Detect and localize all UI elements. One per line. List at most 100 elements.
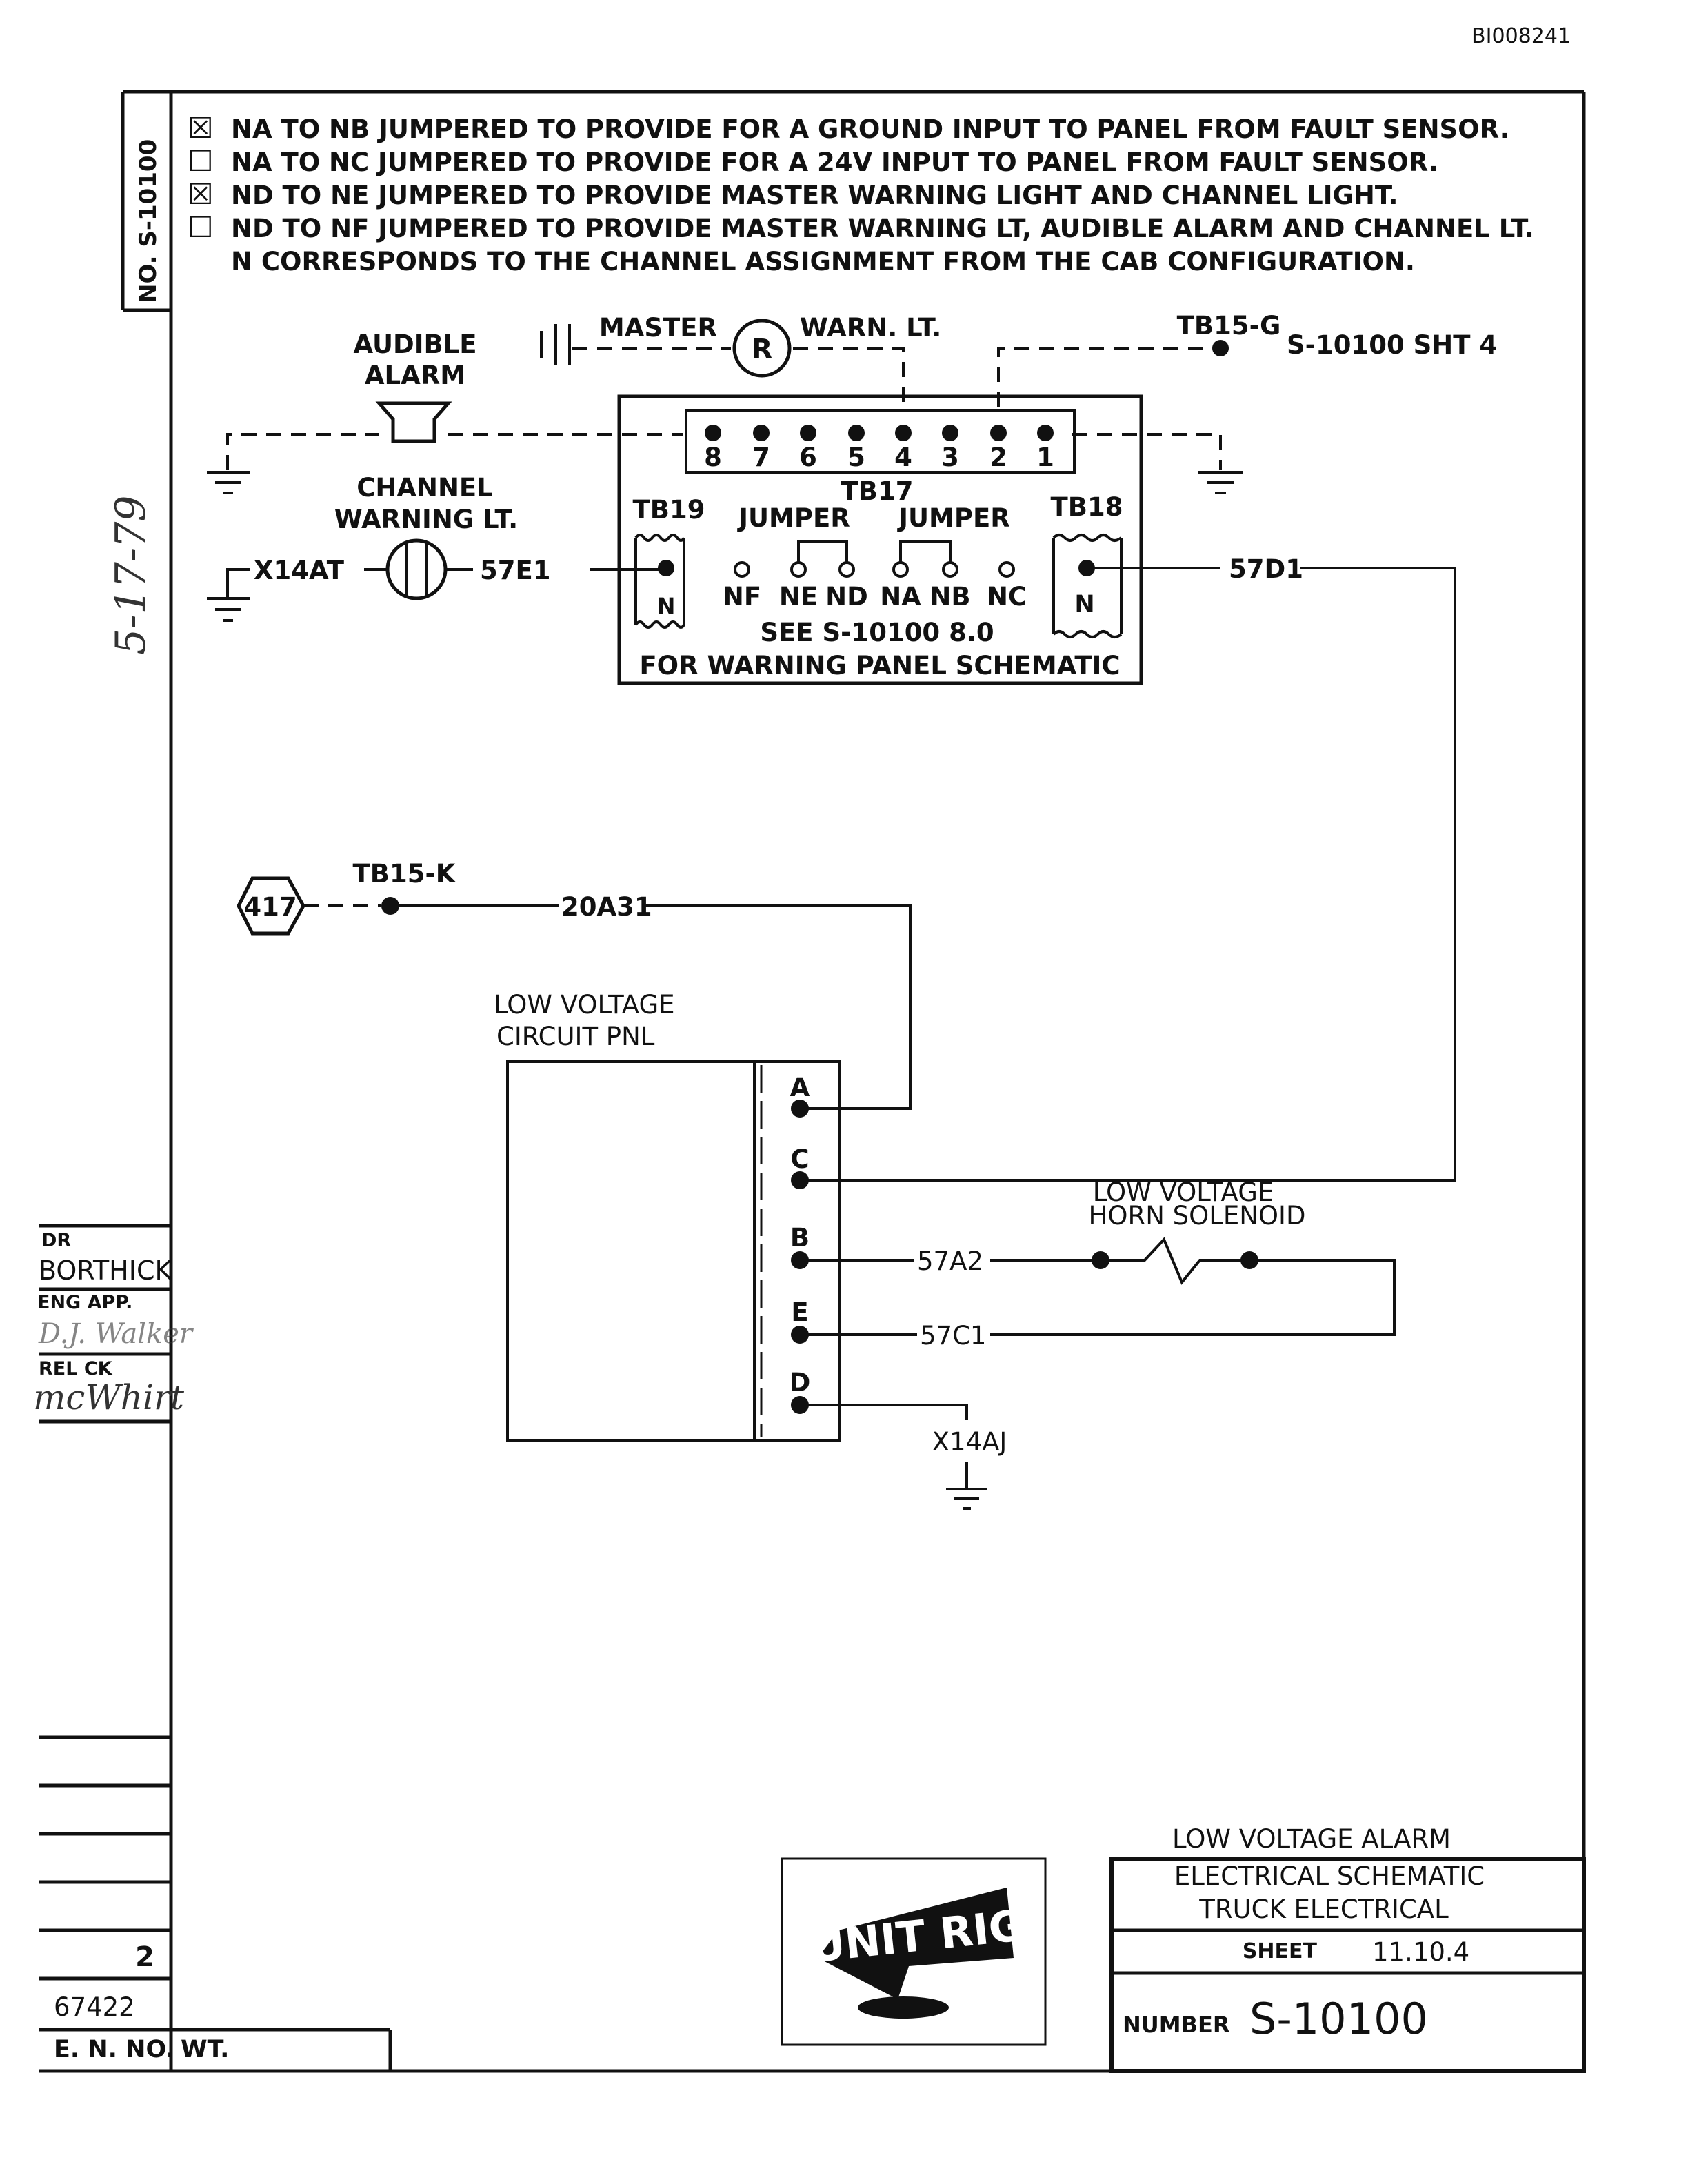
terminal-label-ne: NE: [779, 582, 818, 611]
warning-panel-box: [617, 394, 1143, 685]
terminal-nf: [734, 561, 750, 578]
audible-alarm-label-2: ALARM: [365, 361, 465, 390]
wire-57d1-b: [800, 567, 1456, 1182]
jumper-ne-nd: [797, 540, 848, 563]
tb17-pins: 8 7 6 5 4 3 2 1: [704, 425, 1054, 472]
wt-label: WT.: [181, 2036, 229, 2063]
pin-4: [895, 425, 912, 441]
tb18-label: TB18: [1051, 492, 1123, 522]
number-value: S-10100: [1249, 1994, 1428, 2044]
x14aj-wire: [800, 1404, 968, 1420]
audible-alarm-label-1: AUDIBLE: [353, 330, 476, 359]
channel-lt-label-2: WARNING LT.: [334, 505, 518, 534]
jumper-na-nb: [899, 540, 952, 563]
panel-terminal-c: [791, 1171, 809, 1189]
terminal-nd: [838, 561, 855, 578]
tb15g-dashed: [997, 347, 1214, 407]
terminal-ne: [790, 561, 807, 578]
en-no-label: E. N. NO.: [54, 2036, 175, 2063]
master-warn-dashed-2: [793, 347, 905, 407]
pin-label-4: 4: [894, 443, 912, 472]
handwritten-date: 5-17-79: [107, 496, 155, 655]
channel-lt-label-1: CHANNEL: [356, 473, 493, 503]
master-warn-light-symbol: R: [732, 318, 792, 378]
pin-8: [705, 425, 721, 441]
eng-app-signature: D.J. Walker: [38, 1318, 194, 1350]
terminal-label-nd: ND: [825, 582, 868, 611]
jumper-terminals: NF NE ND NA NB NC: [723, 540, 1027, 611]
terminal-na: [892, 561, 909, 578]
tb19-n: N: [657, 593, 676, 619]
terminal-label-na: NA: [880, 582, 921, 611]
battery-symbol: [540, 324, 571, 365]
ground-right-top: [1198, 471, 1243, 494]
tb15g-label: TB15-G: [1177, 311, 1281, 341]
wire-57c1-label: 57C1: [920, 1321, 986, 1351]
panel-pin-a: A: [790, 1073, 810, 1102]
note-2-box: ☐: [188, 144, 214, 178]
jumper-label-2: JUMPER: [896, 503, 1010, 533]
title-line-2: ELECTRICAL SCHEMATIC: [1174, 1861, 1485, 1891]
hex-417: 417: [237, 876, 305, 936]
pin-5: [848, 425, 865, 441]
note-1: NA TO NB JUMPERED TO PROVIDE FOR A GROUN…: [231, 114, 1509, 144]
audible-alarm-symbol: [375, 401, 452, 443]
panel-pin-d: D: [790, 1368, 811, 1397]
tb15g-terminal: [1212, 340, 1229, 356]
tb17-label: TB17: [841, 476, 914, 506]
terminal-label-nb: NB: [930, 582, 970, 611]
terminal-nb: [942, 561, 958, 578]
horn-return-wire: [990, 1259, 1396, 1336]
lv-panel-terminals: A C B E D: [790, 1073, 811, 1414]
tb18-n: N: [1074, 591, 1094, 618]
ground-left-top: [207, 471, 250, 494]
ground-x14aj: [946, 1462, 987, 1510]
revision-block: 2 67422 E. N. NO. WT.: [39, 1735, 392, 2073]
channel-warning-light: [364, 538, 473, 600]
see-ref-line-2: FOR WARNING PANEL SCHEMATIC: [639, 651, 1120, 680]
dr-name: BORTHICK: [39, 1255, 172, 1286]
terminal-label-nf: NF: [723, 582, 761, 611]
note-1-box: ☒: [188, 111, 214, 145]
wire-20a31-b: [645, 904, 912, 1110]
sheet-border: [121, 90, 1586, 2073]
approval-block: DR BORTHICK ENG APP. D.J. Walker REL CK …: [33, 1224, 194, 1424]
note-4: ND TO NF JUMPERED TO PROVIDE MASTER WARN…: [231, 214, 1534, 243]
wire-57e1-label: 57E1: [480, 556, 551, 585]
master-label: MASTER: [599, 313, 717, 343]
lv-circuit-panel: [506, 1060, 841, 1442]
master-light-r: R: [752, 334, 773, 365]
tb17-pin-strip: [685, 409, 1076, 474]
pin-label-7: 7: [752, 443, 770, 472]
panel-pin-b: B: [790, 1223, 810, 1253]
panel-pin-e: E: [791, 1297, 808, 1327]
title-line-3: TRUCK ELECTRICAL: [1198, 1894, 1449, 1924]
ground-x14at: [207, 597, 250, 622]
tb18-block: [1052, 534, 1123, 638]
pin-2: [990, 425, 1007, 441]
wire-20a31-label: 20A31: [561, 892, 652, 922]
note-3: ND TO NE JUMPERED TO PROVIDE MASTER WARN…: [231, 181, 1398, 210]
wire-57d1-label: 57D1: [1229, 554, 1303, 584]
panel-terminal-a: [791, 1100, 809, 1118]
pin-label-3: 3: [941, 443, 959, 472]
pin-label-2: 2: [989, 443, 1007, 472]
pin-label-1: 1: [1036, 443, 1054, 472]
hex-417-label: 417: [243, 892, 297, 922]
pin-3: [942, 425, 958, 441]
eng-app-label: ENG APP.: [37, 1292, 132, 1313]
panel-pin-c: C: [790, 1144, 809, 1174]
title-line-1: LOW VOLTAGE ALARM: [1172, 1824, 1451, 1854]
dr-label: DR: [41, 1230, 71, 1251]
sheet-value: 11.10.4: [1372, 1937, 1469, 1967]
pin-7: [753, 425, 770, 441]
note-footer: N CORRESPONDS TO THE CHANNEL ASSIGNMENT …: [231, 247, 1415, 276]
tb15g-ref: S-10100 SHT 4: [1287, 330, 1497, 360]
tb15k-label: TB15-K: [353, 859, 456, 889]
see-ref-line-1: SEE S-10100 8.0: [760, 618, 994, 647]
x14at-label: X14AT: [254, 556, 345, 585]
logo-box: UNIT RIG: [781, 1857, 1047, 2046]
note-2: NA TO NC JUMPERED TO PROVIDE FOR A 24V I…: [231, 148, 1438, 177]
warn-lt-label: WARN. LT.: [800, 313, 941, 343]
